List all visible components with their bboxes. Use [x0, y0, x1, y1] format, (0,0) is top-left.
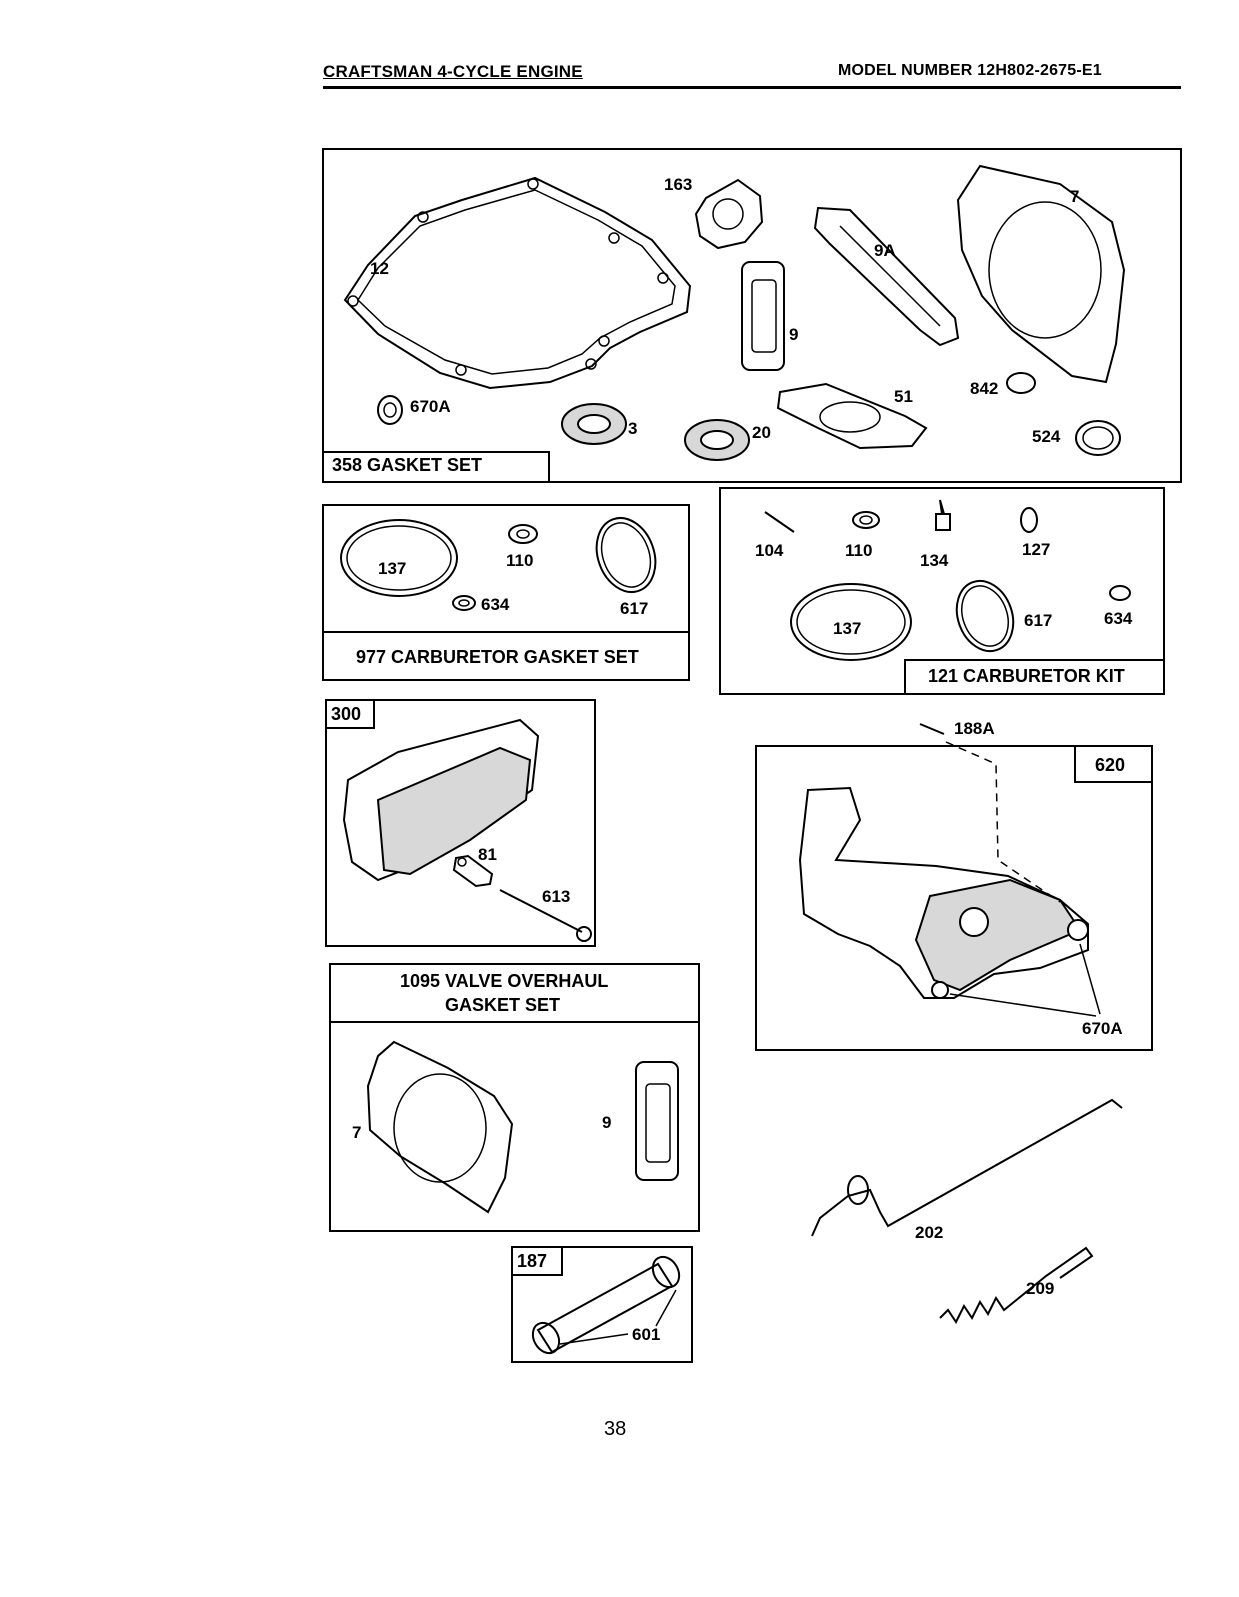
washer-634-inner: [459, 600, 469, 606]
muffler-label: 300: [331, 705, 361, 723]
needle-134: [936, 500, 950, 530]
seal-670a: [378, 396, 402, 424]
callout-c137: 137: [378, 560, 406, 577]
spring-209: [940, 1248, 1092, 1322]
callout-m613: 613: [542, 888, 570, 905]
bolt-hole: [609, 233, 619, 243]
valve-gasket-9-inner: [646, 1084, 670, 1162]
bolt-hole: [599, 336, 609, 346]
gasket-9: [742, 262, 784, 370]
callout-g188a: 188A: [954, 720, 995, 737]
callout-163: 163: [664, 176, 692, 193]
bolt-hole: [348, 296, 358, 306]
callout-k137: 137: [833, 620, 861, 637]
callout-b601: 601: [632, 1326, 660, 1343]
bolt-hole: [456, 365, 466, 375]
callout-842: 842: [970, 380, 998, 397]
page-number: 38: [604, 1418, 626, 1441]
head-gasket-7-bore: [989, 202, 1101, 338]
crankcase-gasket-12-inner: [358, 190, 675, 374]
callout-k127: 127: [1022, 541, 1050, 558]
crankcase-gasket-12: [345, 178, 690, 388]
gasket-163: [696, 180, 762, 248]
washer-110-kit-inner: [860, 516, 872, 524]
callout-9: 9: [789, 326, 798, 343]
callout-12: 12: [370, 260, 389, 277]
callout-c617: 617: [620, 600, 648, 617]
leader-670a-a: [950, 994, 1096, 1016]
gasket-9a: [815, 208, 958, 345]
head-gasket-7: [958, 166, 1124, 382]
governor-label: 620: [1095, 756, 1125, 774]
muffler-bolt-613-head: [577, 927, 591, 941]
governor-bracket-hole: [1068, 920, 1088, 940]
callout-c110: 110: [506, 552, 533, 569]
governor-bracket-hole: [932, 982, 948, 998]
valve-head-gasket-7-bore: [394, 1074, 486, 1182]
o-ring-524-inner: [1083, 427, 1113, 449]
gasket-137-inner: [347, 526, 451, 590]
callout-k634: 634: [1104, 610, 1132, 627]
bolt-hole: [658, 273, 668, 283]
callout-v9: 9: [602, 1114, 611, 1131]
page-title: CRAFTSMAN 4-CYCLE ENGINE: [323, 62, 583, 82]
washer-634: [453, 596, 475, 610]
carb-kit-label: 121 CARBURETOR KIT: [928, 667, 1125, 685]
valve-set-label-1: 1095 VALVE OVERHAUL: [400, 972, 608, 990]
callout-v7: 7: [352, 1124, 361, 1141]
callout-7: 7: [1070, 188, 1079, 205]
gasket-51-port: [820, 402, 880, 432]
callout-9a: 9A: [874, 242, 896, 259]
gasket-163-port: [713, 199, 743, 229]
breather-label: 187: [517, 1252, 547, 1270]
callout-670a: 670A: [410, 398, 451, 415]
callout-3: 3: [628, 420, 637, 437]
o-ring-842: [1007, 373, 1035, 393]
callout-k617: 617: [1024, 612, 1052, 629]
oil-seal-3-inner: [578, 415, 610, 433]
callout-m81: 81: [478, 846, 497, 863]
callout-k104: 104: [755, 542, 783, 559]
washer-110-inner: [517, 530, 529, 538]
model-number: MODEL NUMBER 12H802-2675-E1: [838, 62, 1102, 80]
governor-rod-202-loop: [848, 1176, 868, 1204]
oil-seal-20-inner: [701, 431, 733, 449]
washer-110-kit: [853, 512, 879, 528]
governor-rod-202: [812, 1100, 1122, 1236]
callout-g670a: 670A: [1082, 1020, 1123, 1037]
valve-head-gasket-7: [368, 1042, 512, 1212]
ring-127: [1021, 508, 1037, 532]
governor-bracket-hole: [960, 908, 988, 936]
gasket-137: [341, 520, 457, 596]
header-rule: [323, 86, 1181, 89]
seal-670a-inner: [384, 403, 396, 417]
governor-screw-188a: [920, 724, 944, 734]
callout-524: 524: [1032, 428, 1060, 445]
leader-601-b: [656, 1290, 676, 1326]
washer-634-kit: [1110, 586, 1130, 600]
callout-k134: 134: [920, 552, 948, 569]
callout-51: 51: [894, 388, 913, 405]
washer-110: [509, 525, 537, 543]
callout-c634: 634: [481, 596, 509, 613]
muffler-bracket-81-hole: [458, 858, 466, 866]
leader-670a-b: [1080, 944, 1100, 1014]
callout-r202: 202: [915, 1224, 943, 1241]
callout-k110: 110: [845, 542, 872, 559]
callout-20: 20: [752, 424, 771, 441]
gasket-9-inner: [752, 280, 776, 352]
gasket-set-label: 358 GASKET SET: [332, 456, 482, 474]
pin-104: [765, 512, 794, 532]
carb-kit-frame: [720, 488, 1164, 694]
carb-gasket-set-label: 977 CARBURETOR GASKET SET: [356, 648, 639, 666]
bolt-hole: [528, 179, 538, 189]
callout-r209: 209: [1026, 1280, 1054, 1297]
valve-set-label-2: GASKET SET: [445, 996, 560, 1014]
